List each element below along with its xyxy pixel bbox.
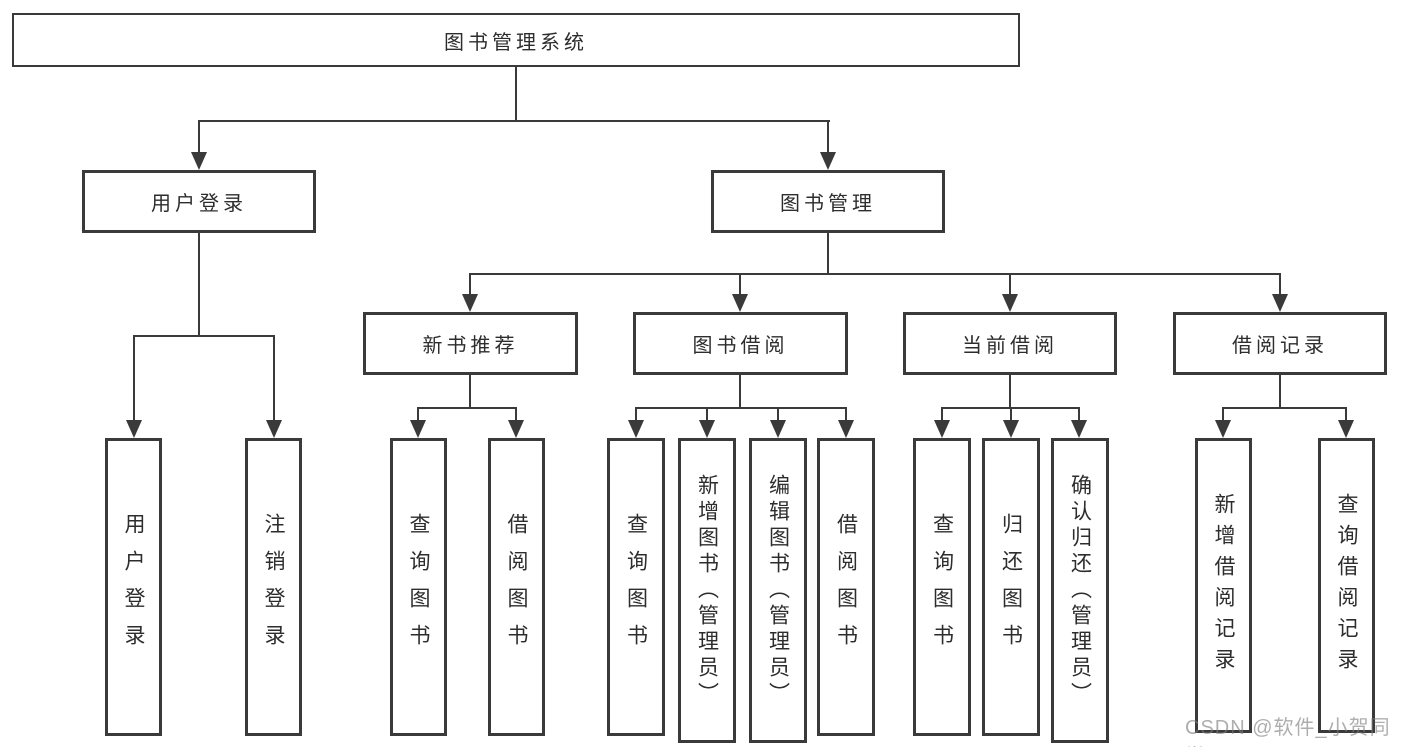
node-new-book-recommend: 新书推荐	[363, 312, 578, 375]
arrow-down-icon	[1002, 294, 1018, 312]
connector-line	[417, 407, 517, 409]
arrow-down-icon	[934, 420, 950, 438]
arrow-down-icon	[191, 152, 207, 170]
connector-line	[198, 120, 200, 154]
connector-line	[515, 407, 517, 422]
connector-line	[777, 407, 779, 422]
connector-line	[469, 273, 471, 296]
connector-line	[739, 273, 741, 296]
leaf-return-book: 归还图书	[982, 438, 1040, 736]
node-label: 当前借阅	[962, 335, 1058, 357]
arrow-down-icon	[462, 294, 478, 312]
leaf-user-login: 用户登录	[105, 438, 162, 736]
node-label: 新书推荐	[422, 335, 519, 357]
leaf-query-books-current: 查询图书	[913, 438, 971, 736]
node-label: 借阅图书	[834, 513, 858, 661]
connector-line	[1078, 407, 1080, 422]
connector-line	[515, 66, 517, 122]
leaf-logout: 注销登录	[245, 438, 302, 736]
leaf-borrow-books: 借阅图书	[817, 438, 875, 736]
leaf-edit-book-admin: 编辑图书（管理员）	[749, 438, 807, 743]
connector-line	[1009, 273, 1011, 296]
node-label: 新增图书（管理员）	[695, 473, 719, 708]
node-borrowing-records: 借阅记录	[1173, 312, 1387, 375]
arrow-down-icon	[820, 152, 836, 170]
connector-line	[1222, 407, 1224, 422]
node-label: 借阅记录	[1232, 335, 1328, 357]
node-label: 新增借阅记录	[1212, 492, 1235, 679]
arrow-down-icon	[1071, 420, 1087, 438]
connector-line	[133, 335, 275, 337]
connector-line	[1279, 273, 1281, 296]
arrow-down-icon	[732, 294, 748, 312]
connector-line	[198, 233, 200, 337]
node-label: 归还图书	[999, 513, 1023, 661]
connector-line	[1345, 407, 1347, 422]
node-book-borrowing: 图书借阅	[633, 312, 848, 375]
node-label: 图书管理	[780, 193, 876, 215]
connector-line	[469, 375, 471, 409]
node-book-management: 图书管理	[711, 170, 945, 233]
leaf-add-book-admin: 新增图书（管理员）	[678, 438, 736, 743]
node-user-login: 用户登录	[82, 170, 316, 233]
connector-line	[827, 120, 829, 154]
connector-line	[1222, 407, 1347, 409]
node-label: 图书管理系统	[444, 31, 588, 54]
arrow-down-icon	[508, 420, 524, 438]
connector-line	[133, 335, 135, 422]
connector-line	[1010, 407, 1012, 422]
arrow-down-icon	[838, 420, 854, 438]
connector-line	[635, 407, 637, 422]
node-label: 查询图书	[930, 513, 954, 661]
connector-line	[1279, 375, 1281, 409]
leaf-confirm-return-admin: 确认归还（管理员）	[1051, 438, 1109, 743]
node-label: 编辑图书（管理员）	[766, 473, 790, 708]
arrow-down-icon	[1338, 420, 1354, 438]
connector-line	[827, 233, 829, 275]
node-library-management-system: 图书管理系统	[12, 13, 1020, 67]
node-label: 查询借阅记录	[1335, 492, 1358, 679]
connector-line	[845, 407, 847, 422]
node-label: 用户登录	[122, 513, 145, 661]
node-label: 注销登录	[262, 513, 285, 661]
connector-line	[739, 375, 741, 409]
arrow-down-icon	[410, 420, 426, 438]
arrow-down-icon	[628, 420, 644, 438]
node-label: 借阅图书	[505, 513, 528, 661]
csdn-watermark: CSDN @软件_小贺同学	[1185, 717, 1391, 747]
connector-line	[198, 120, 830, 122]
connector-line	[941, 407, 943, 422]
connector-line	[635, 407, 847, 409]
arrow-down-icon	[266, 420, 282, 438]
arrow-down-icon	[1215, 420, 1231, 438]
node-label: 用户登录	[151, 193, 247, 215]
arrow-down-icon	[699, 420, 715, 438]
node-label: 查询图书	[624, 513, 648, 661]
leaf-query-books-recommend: 查询图书	[390, 438, 447, 736]
connector-line	[273, 335, 275, 422]
connector-line	[417, 407, 419, 422]
arrow-down-icon	[126, 420, 142, 438]
node-label: 确认归还（管理员）	[1068, 473, 1092, 708]
leaf-query-borrow-record: 查询借阅记录	[1318, 438, 1375, 733]
arrow-down-icon	[1003, 420, 1019, 438]
node-label: 图书借阅	[692, 335, 789, 357]
node-current-borrowing: 当前借阅	[903, 312, 1117, 375]
node-label: 查询图书	[407, 513, 430, 661]
leaf-add-borrow-record: 新增借阅记录	[1195, 438, 1252, 733]
connector-line	[469, 273, 1281, 275]
connector-line	[706, 407, 708, 422]
arrow-down-icon	[770, 420, 786, 438]
leaf-query-books-borrow: 查询图书	[607, 438, 665, 736]
connector-line	[1009, 375, 1011, 409]
arrow-down-icon	[1272, 294, 1288, 312]
leaf-borrow-books-recommend: 借阅图书	[488, 438, 545, 736]
